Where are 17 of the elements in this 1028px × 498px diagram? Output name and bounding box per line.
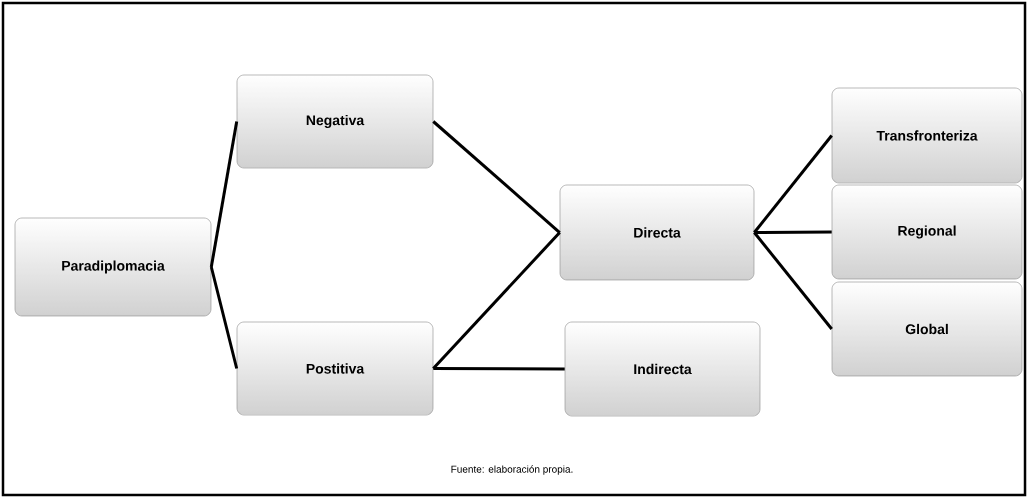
process-box: Directa <box>559 184 755 281</box>
connector-line <box>432 120 561 234</box>
connector-line <box>753 231 833 330</box>
process-box: Paradiplomacia <box>14 217 212 317</box>
process-box: Transfronteriza <box>831 87 1023 184</box>
connector-line <box>753 134 833 234</box>
process-box: Regional <box>831 184 1023 280</box>
process-box: Postitiva <box>236 321 434 416</box>
connector-line <box>433 367 565 371</box>
connector-line <box>209 266 239 369</box>
connector-line <box>209 121 239 268</box>
process-box: Global <box>831 281 1023 377</box>
process-box: Indirecta <box>564 321 761 417</box>
process-box: Negativa <box>236 74 434 169</box>
caption: Fuente: elaboración propia. <box>451 465 573 475</box>
connector-line <box>754 230 832 234</box>
connector-line <box>432 231 561 370</box>
